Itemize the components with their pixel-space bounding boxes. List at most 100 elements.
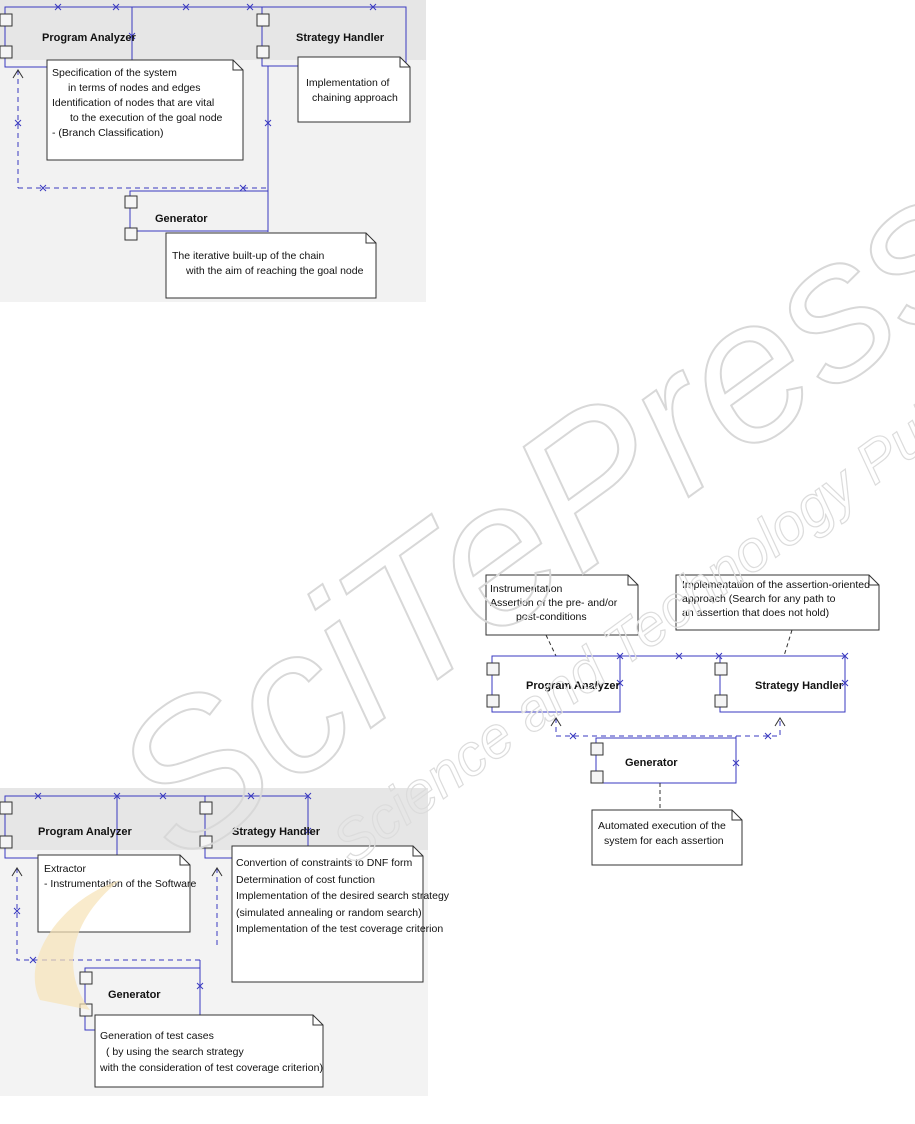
note-line: with the consideration of test coverage …	[100, 1062, 323, 1074]
generator-port-bottom	[590, 770, 604, 784]
note-shape	[297, 56, 411, 123]
note-line: Assertion of the pre- and/or	[490, 597, 618, 609]
note-line: to the execution of the goal node	[70, 112, 223, 124]
note-shape	[231, 845, 424, 983]
note-line: Implementation of the assertion-oriented	[682, 579, 870, 591]
note-line: in terms of nodes and edges	[68, 82, 201, 94]
strategy-handler-note: Implementation of chaining approach	[306, 76, 398, 106]
dependency-arrowhead	[11, 867, 23, 877]
strategy-handler-port-top	[714, 662, 728, 676]
note-fold	[232, 60, 243, 71]
note-fold	[399, 57, 410, 68]
note-fold	[627, 575, 638, 586]
note-shape	[94, 1014, 324, 1088]
note-line: Determination of cost function	[236, 873, 375, 886]
association-markers	[13, 792, 312, 990]
association-markers	[569, 652, 849, 767]
program-analyzer-port-bottom	[0, 835, 13, 849]
note-line: Implementation of the desired search str…	[236, 890, 450, 902]
program-analyzer-label: Program Analyzer	[38, 826, 132, 838]
chaining-diagram-canvas	[0, 0, 426, 302]
program-analyzer-note: Specification of the system in terms of …	[52, 66, 222, 141]
generator-label: Generator	[155, 213, 208, 225]
note-line: Convertion of constraints to DNF form	[236, 857, 413, 869]
program-analyzer-port-top	[486, 662, 500, 676]
program-analyzer-port-bottom	[0, 45, 13, 59]
note-line: with the aim of reaching the goal node	[186, 265, 364, 277]
note-anchor	[545, 634, 557, 657]
note-shape	[675, 574, 880, 631]
note-fold	[868, 575, 879, 586]
program-analyzer-port-bottom	[486, 694, 500, 708]
note-line: ( by using the search strategy	[106, 1046, 244, 1058]
note-line: Identification of nodes that are vital	[52, 97, 215, 109]
panel-header-shade	[0, 788, 428, 850]
note-shape	[46, 59, 244, 161]
dependency-arrowhead	[211, 867, 223, 877]
assertion-diagram-canvas	[485, 574, 880, 866]
note-line: an assertion that does not hold)	[682, 607, 830, 619]
note-line: Extractor	[44, 863, 87, 875]
program-analyzer-note: Extractor - Instrumentation of the Softw…	[44, 862, 196, 892]
strategy-handler-note: Implementation of the assertion-oriented…	[682, 578, 870, 620]
program-analyzer-note: Instrumentation Assertion of the pre- an…	[490, 582, 617, 624]
assertion-diagram: Program Analyzer Strategy Handler Genera…	[480, 570, 890, 870]
generator-note: The iterative built-up of the chain with…	[172, 249, 363, 279]
note-line: Automated execution of the	[598, 820, 726, 832]
note-shape	[485, 574, 639, 636]
note-line: Specification of the system	[52, 67, 177, 79]
search-diagram: Program Analyzer Strategy Handler Genera…	[0, 788, 449, 1096]
generator-port-bottom	[124, 227, 138, 241]
dashed-dependency	[555, 718, 781, 737]
note-line: - (Branch Classification)	[52, 127, 164, 139]
note-line: approach (Search for any path to	[682, 593, 836, 605]
strategy-handler-label: Strategy Handler	[755, 680, 844, 692]
note-line: Instrumentation	[490, 583, 563, 595]
strategy-handler-port-top	[199, 801, 213, 815]
note-line: system for each assertion	[604, 835, 724, 847]
program-analyzer-label: Program Analyzer	[526, 680, 620, 692]
strategy-handler-port-bottom	[256, 45, 270, 59]
note-shape	[591, 809, 743, 866]
note-fold	[179, 855, 190, 866]
generator-port-top	[124, 195, 138, 209]
generator-port-top	[590, 742, 604, 756]
dependency-arrowhead	[550, 717, 562, 727]
strategy-handler-box	[719, 655, 846, 713]
note-line: (simulated annealing or random search)	[236, 906, 422, 919]
strategy-handler-port-bottom	[714, 694, 728, 708]
strategy-handler-port-bottom	[199, 835, 213, 849]
strategy-handler-note: Convertion of constraints to DNF form De…	[236, 855, 449, 938]
program-analyzer-label: Program Analyzer	[42, 32, 136, 44]
note-line: The iterative built-up of the chain	[172, 250, 325, 262]
strategy-handler-port-top	[256, 13, 270, 27]
generator-label: Generator	[108, 989, 161, 1001]
association-markers	[14, 3, 377, 192]
note-line: Implementation of	[306, 77, 390, 89]
chaining-diagram: Program Analyzer Strategy Handler Genera…	[0, 0, 426, 302]
note-line: Implementation of the test coverage crit…	[236, 923, 444, 935]
note-line: post-conditions	[516, 611, 587, 623]
generator-label: Generator	[625, 757, 678, 769]
panel-header-shade	[0, 0, 426, 60]
note-line: chaining approach	[312, 92, 398, 104]
generator-box	[129, 190, 269, 232]
dependency-arrowhead	[774, 717, 786, 727]
generator-port-top	[79, 971, 93, 985]
note-line: Generation of test cases	[100, 1030, 214, 1042]
program-analyzer-port-top	[0, 801, 13, 815]
program-analyzer-box	[491, 655, 621, 713]
note-shape	[165, 232, 377, 299]
generator-port-bottom	[79, 1003, 93, 1017]
note-fold	[731, 810, 742, 821]
generator-note: Automated execution of the system for ea…	[598, 819, 726, 849]
note-fold	[312, 1015, 323, 1026]
note-fold	[365, 233, 376, 244]
note-fold	[412, 846, 423, 857]
dependency-arrowhead	[12, 69, 24, 79]
generator-note: Generation of test cases ( by using the …	[100, 1028, 323, 1076]
note-anchor	[783, 629, 793, 657]
program-analyzer-port-top	[0, 13, 13, 27]
strategy-handler-label: Strategy Handler	[232, 826, 321, 838]
strategy-handler-label: Strategy Handler	[296, 32, 385, 44]
